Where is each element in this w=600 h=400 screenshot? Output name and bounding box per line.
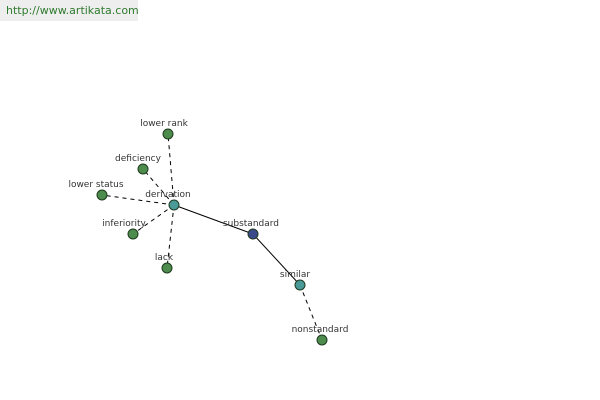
node-label-inferiority[interactable]: inferiority [102, 219, 146, 229]
node-similar[interactable] [294, 279, 306, 291]
node-lower-rank[interactable] [162, 128, 174, 140]
node-lack[interactable] [161, 262, 173, 274]
node-lower-status[interactable] [96, 189, 108, 201]
node-deficiency[interactable] [137, 163, 149, 175]
node-label-similar[interactable]: similar [280, 270, 310, 280]
node-label-lower-rank[interactable]: lower rank [140, 119, 188, 129]
node-label-substandard[interactable]: substandard [223, 219, 279, 229]
edge-derivation-lack [166, 204, 175, 269]
edges-layer [101, 133, 323, 341]
edge-similar-nonstandard [299, 284, 323, 341]
edge-derivation-substandard [173, 204, 254, 235]
source-url[interactable]: http://www.artikata.com [0, 0, 139, 21]
edge-derivation-lower-rank [167, 133, 175, 206]
node-inferiority[interactable] [127, 228, 139, 240]
edge-derivation-inferiority [132, 204, 175, 235]
node-label-lower-status[interactable]: lower status [68, 180, 123, 190]
node-derivation[interactable] [168, 199, 180, 211]
nodes-layer [96, 128, 328, 346]
node-nonstandard[interactable] [316, 334, 328, 346]
node-label-derivation[interactable]: derivation [145, 190, 191, 200]
labels-layer: lower rank deficiency lower status derivati… [68, 119, 348, 335]
edge-substandard-similar [252, 233, 301, 286]
node-label-lack[interactable]: lack [155, 253, 174, 263]
node-substandard[interactable] [247, 228, 259, 240]
node-label-deficiency[interactable]: deficiency [115, 154, 162, 164]
node-label-nonstandard[interactable]: nonstandard [292, 325, 349, 335]
